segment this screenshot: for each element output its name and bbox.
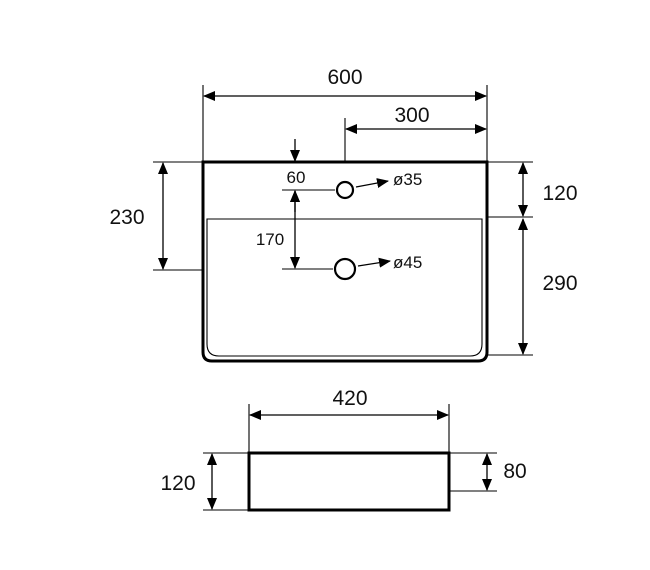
basin-outer-outline xyxy=(201,160,489,363)
dim-170-label: 170 xyxy=(256,230,284,249)
dim-290-label: 290 xyxy=(542,272,577,295)
drain-hole xyxy=(333,257,357,281)
tap-hole xyxy=(335,180,355,200)
front-view: 420 120 80 xyxy=(160,387,527,512)
drain-leader xyxy=(357,257,391,268)
dim-120-front-label: 120 xyxy=(160,472,195,495)
dim-80-label: 80 xyxy=(503,460,526,483)
dim-120-ledge-label: 120 xyxy=(542,182,577,205)
dim-600-label: 600 xyxy=(327,66,362,89)
top-view: ø35 ø45 600 300 60 170 230 120 xyxy=(109,66,578,363)
dim-60-label: 60 xyxy=(287,168,306,187)
front-view-body xyxy=(247,451,451,512)
tap-hole-diameter-label: ø35 xyxy=(393,170,422,189)
drain-diameter-label: ø45 xyxy=(393,253,422,272)
dim-230-label: 230 xyxy=(109,206,144,229)
basin-inner-bowl xyxy=(206,218,483,357)
tap-hole-leader xyxy=(355,178,389,188)
dim-420-label: 420 xyxy=(332,387,367,410)
dim-300-label: 300 xyxy=(394,104,429,127)
